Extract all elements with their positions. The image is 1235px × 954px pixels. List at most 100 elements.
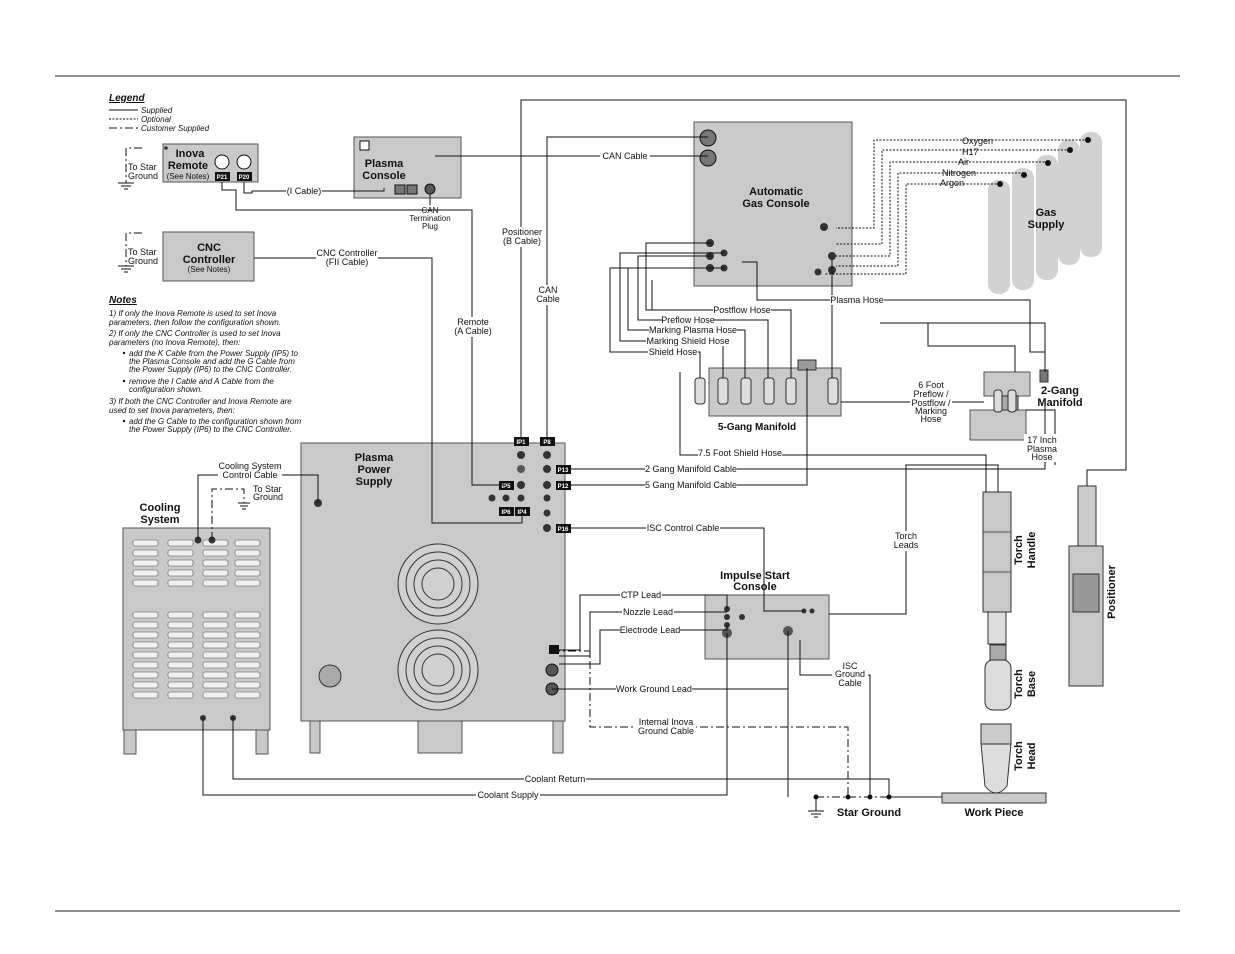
note-1b: parameters, then follow the configuratio…	[108, 318, 281, 327]
port-ip5: IP5	[501, 484, 511, 490]
label-torch-leads-1: Torch	[895, 531, 917, 541]
label-torch-leads-2: Leads	[894, 540, 919, 550]
positioner: Positioner	[1068, 485, 1118, 687]
note-2b: parameters (no Inova Remote), then:	[108, 338, 240, 347]
gas-air: Air	[958, 157, 969, 167]
label-six-foot-5: Hose	[920, 414, 941, 424]
gas-console-title-2: Gas Console	[742, 198, 809, 210]
to-star-ground-label: To Star	[128, 162, 157, 172]
note-b3a: add the G Cable to the configuration sho…	[129, 417, 301, 426]
label-isc-ground-2: Ground	[835, 669, 865, 679]
port-p12: P12	[558, 484, 569, 490]
legend-customer-supplied: Customer Supplied	[141, 124, 210, 133]
label-plasma-hose: Plasma Hose	[830, 295, 884, 305]
note-b2b: configuration shown.	[129, 385, 202, 394]
power-supply-title: Plasma	[355, 452, 394, 464]
note-1a: 1) If only the Inova Remote is used to s…	[109, 309, 277, 318]
torch-base-title-2: Base	[1026, 671, 1038, 697]
label-postflow-hose: Postflow Hose	[713, 305, 771, 315]
torch-handle-title: Torch	[1013, 535, 1025, 565]
five-gang-title: 5-Gang Manifold	[718, 422, 796, 433]
gas-h17: H17	[962, 147, 979, 157]
isc-title-2: Console	[733, 581, 776, 593]
label-six-foot-4: Marking	[915, 406, 947, 416]
port-ip1: IP1	[516, 440, 526, 446]
note-b3b: the Power Supply (IP6) to the CNC Contro…	[129, 425, 292, 434]
cooling-title: Cooling	[140, 502, 181, 514]
torch-handle-title-2: Handle	[1026, 532, 1038, 569]
cooling-to-star: To Star	[253, 484, 282, 494]
legend-optional: Optional	[141, 115, 171, 124]
note-b2a: remove the I Cable and A Cable from the	[129, 377, 274, 386]
plasma-console-title-2: Console	[362, 170, 405, 182]
label-marking-plasma: Marking Plasma Hose	[649, 325, 737, 335]
label-positioner-cable: Positioner	[502, 227, 542, 237]
label-coolant-supply: Coolant Supply	[477, 790, 539, 800]
cnc-ground-label: Ground	[128, 256, 158, 266]
power-supply-title-3: Supply	[356, 476, 394, 488]
two-gang-title-2: Manifold	[1037, 397, 1082, 409]
two-gang-manifold: 2-Gang Manifold	[969, 369, 1083, 441]
label-internal-inova-1: Internal Inova	[639, 717, 694, 727]
port-ip6: IP6	[501, 510, 511, 516]
note-3a: 3) If both the CNC Controller and Inova …	[109, 397, 292, 406]
label-can-cable: CAN Cable	[602, 151, 647, 161]
torch-head-title-2: Head	[1026, 743, 1038, 770]
label-marking-shield: Marking Shield Hose	[646, 336, 729, 346]
label-six-foot-2: Preflow /	[913, 389, 949, 399]
port-p13: P13	[558, 468, 569, 474]
two-gang-title: 2-Gang	[1041, 385, 1079, 397]
cnc-see-notes: (See Notes)	[188, 265, 231, 274]
label-preflow-hose: Preflow Hose	[661, 315, 715, 325]
port-p8: P8	[543, 440, 551, 446]
notes-title: Notes	[109, 295, 137, 306]
label-17-inch-1: 17 Inch	[1027, 435, 1057, 445]
label-shield-hose: Shield Hose	[649, 347, 698, 357]
work-piece-title: Work Piece	[964, 807, 1023, 819]
gas-argon: Argon	[940, 178, 964, 188]
label-remote-cable: Remote	[457, 317, 489, 327]
gas-supply-title-2: Supply	[1028, 219, 1066, 231]
legend: Legend Supplied Optional Customer Suppli…	[109, 93, 210, 133]
note-3b: used to set Inova parameters, then:	[109, 406, 235, 415]
cooling-system: Cooling System	[122, 502, 271, 755]
inova-remote-title-2: Remote	[168, 160, 208, 172]
label-internal-inova-2: Ground Cable	[638, 726, 694, 736]
torch-assembly: Torch Handle Torch Base Torch Head	[980, 491, 1038, 794]
label-isc-control: ISC Control Cable	[647, 523, 720, 533]
cnc-controller: To Star Ground CNC Controller (See Notes…	[118, 231, 255, 282]
label-two-gang-cable: 2 Gang Manifold Cable	[645, 464, 737, 474]
label-can-v: CAN	[538, 285, 557, 295]
gas-supply: Gas Supply Oxygen H17 Air Nitrogen Argon	[824, 132, 1102, 294]
power-supply-title-2: Power	[357, 464, 391, 476]
label-can-v2: Cable	[536, 294, 560, 304]
label-b-cable: (B Cable)	[503, 236, 541, 246]
star-ground-title: Star Ground	[837, 807, 901, 819]
label-a-cable: (A Cable)	[454, 326, 492, 336]
label-cooling-ctrl-1: Cooling System	[218, 461, 281, 471]
five-gang-manifold: 5-Gang Manifold	[694, 359, 842, 433]
can-term-3: Plug	[422, 222, 438, 231]
port-p20: P20	[239, 175, 250, 181]
positioner-title: Positioner	[1106, 564, 1118, 619]
cooling-ground: Ground	[253, 492, 283, 502]
label-cnc-cable: CNC Controller	[316, 248, 377, 258]
inova-see-notes: (See Notes)	[167, 172, 210, 181]
notes: Notes 1) If only the Inova Remote is use…	[108, 295, 301, 434]
label-17-inch-3: Hose	[1031, 452, 1052, 462]
port-p16: P16	[558, 527, 569, 533]
legend-supplied: Supplied	[141, 106, 173, 115]
cnc-title: CNC	[197, 242, 221, 254]
isc-title: Impulse Start	[720, 570, 790, 582]
gas-nitrogen: Nitrogen	[942, 168, 976, 178]
plasma-console-title: Plasma	[365, 158, 404, 170]
label-cooling-ctrl-2: Control Cable	[222, 470, 277, 480]
torch-head-title: Torch	[1013, 741, 1025, 771]
cnc-title-2: Controller	[183, 254, 236, 266]
label-17-inch-2: Plasma	[1027, 444, 1057, 454]
can-term-2: Termination	[409, 214, 450, 223]
gas-console-title: Automatic	[749, 186, 803, 198]
label-nozzle-lead: Nozzle Lead	[623, 607, 673, 617]
label-five-gang-cable: 5 Gang Manifold Cable	[645, 480, 737, 490]
